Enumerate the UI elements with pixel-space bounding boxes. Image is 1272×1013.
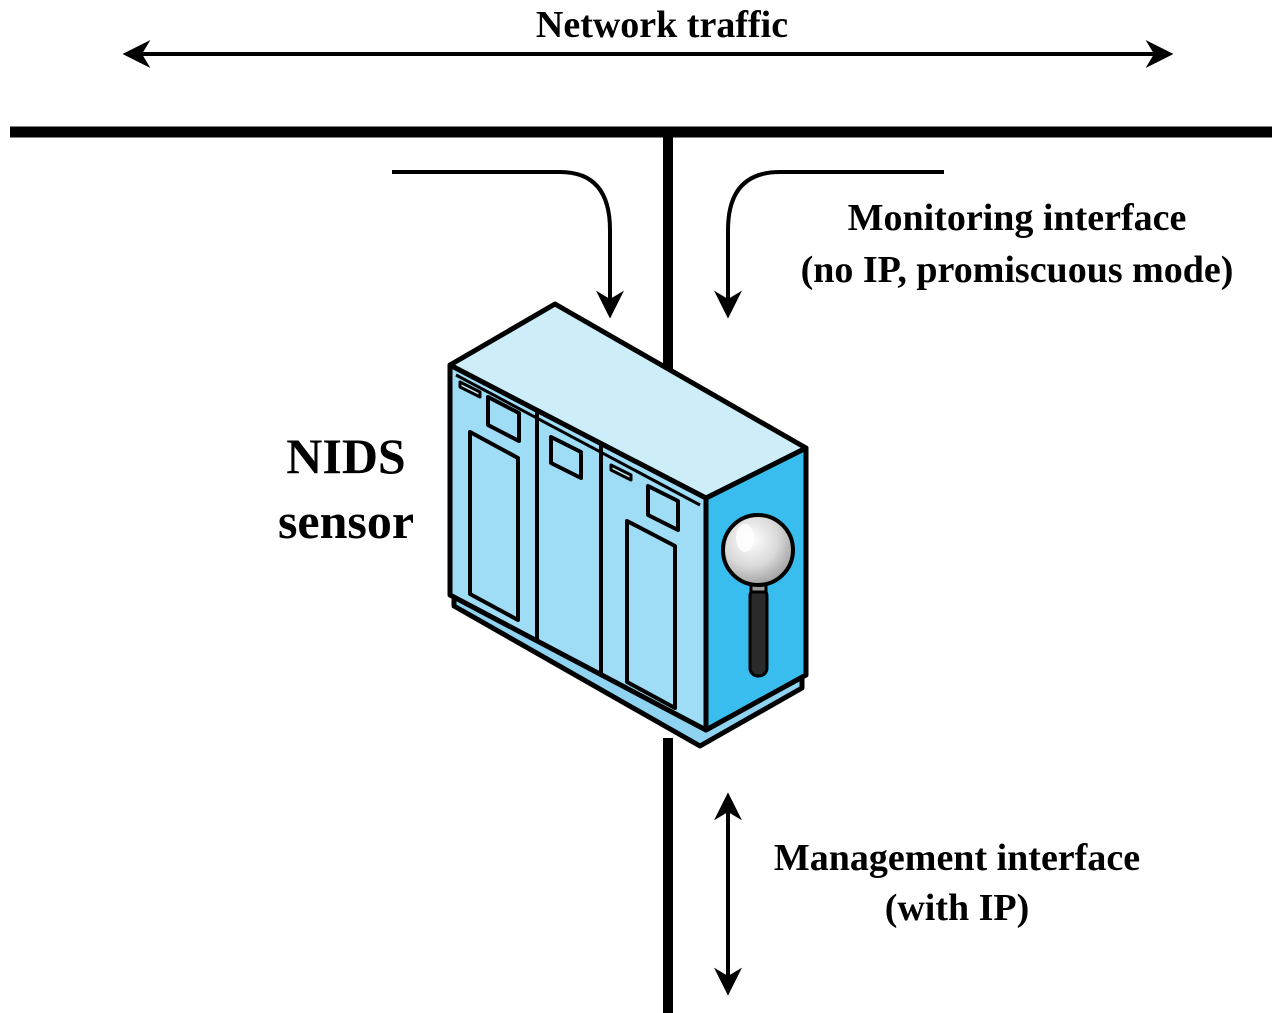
sensor-label-line2: sensor <box>278 493 414 549</box>
monitoring-arrow-right <box>714 170 944 319</box>
magnifier-lens <box>721 513 795 587</box>
panel1-door <box>468 430 520 622</box>
magnifier-glare <box>736 524 754 552</box>
network-traffic-label: Network traffic <box>536 4 788 46</box>
monitoring-arrow-left <box>392 170 624 319</box>
cabinet-top-trim <box>455 373 701 507</box>
monitoring-label-line2: (no IP, promiscuous mode) <box>801 249 1234 291</box>
magnifier-handle <box>748 586 769 678</box>
magnifying-glass-icon <box>721 513 795 678</box>
vent-slot-1 <box>458 380 482 399</box>
panel2-window <box>549 435 583 480</box>
sensor-label-line1: NIDS <box>286 428 405 484</box>
cabinet-top <box>447 301 809 501</box>
management-label-line1: Management interface <box>774 837 1140 879</box>
panel1-window <box>486 395 521 443</box>
panel3-door <box>625 519 677 710</box>
management-label-line2: (with IP) <box>885 887 1030 929</box>
panel3-window <box>646 484 680 532</box>
monitoring-label-line1: Monitoring interface <box>848 197 1187 239</box>
vent-slot-2 <box>609 463 633 482</box>
